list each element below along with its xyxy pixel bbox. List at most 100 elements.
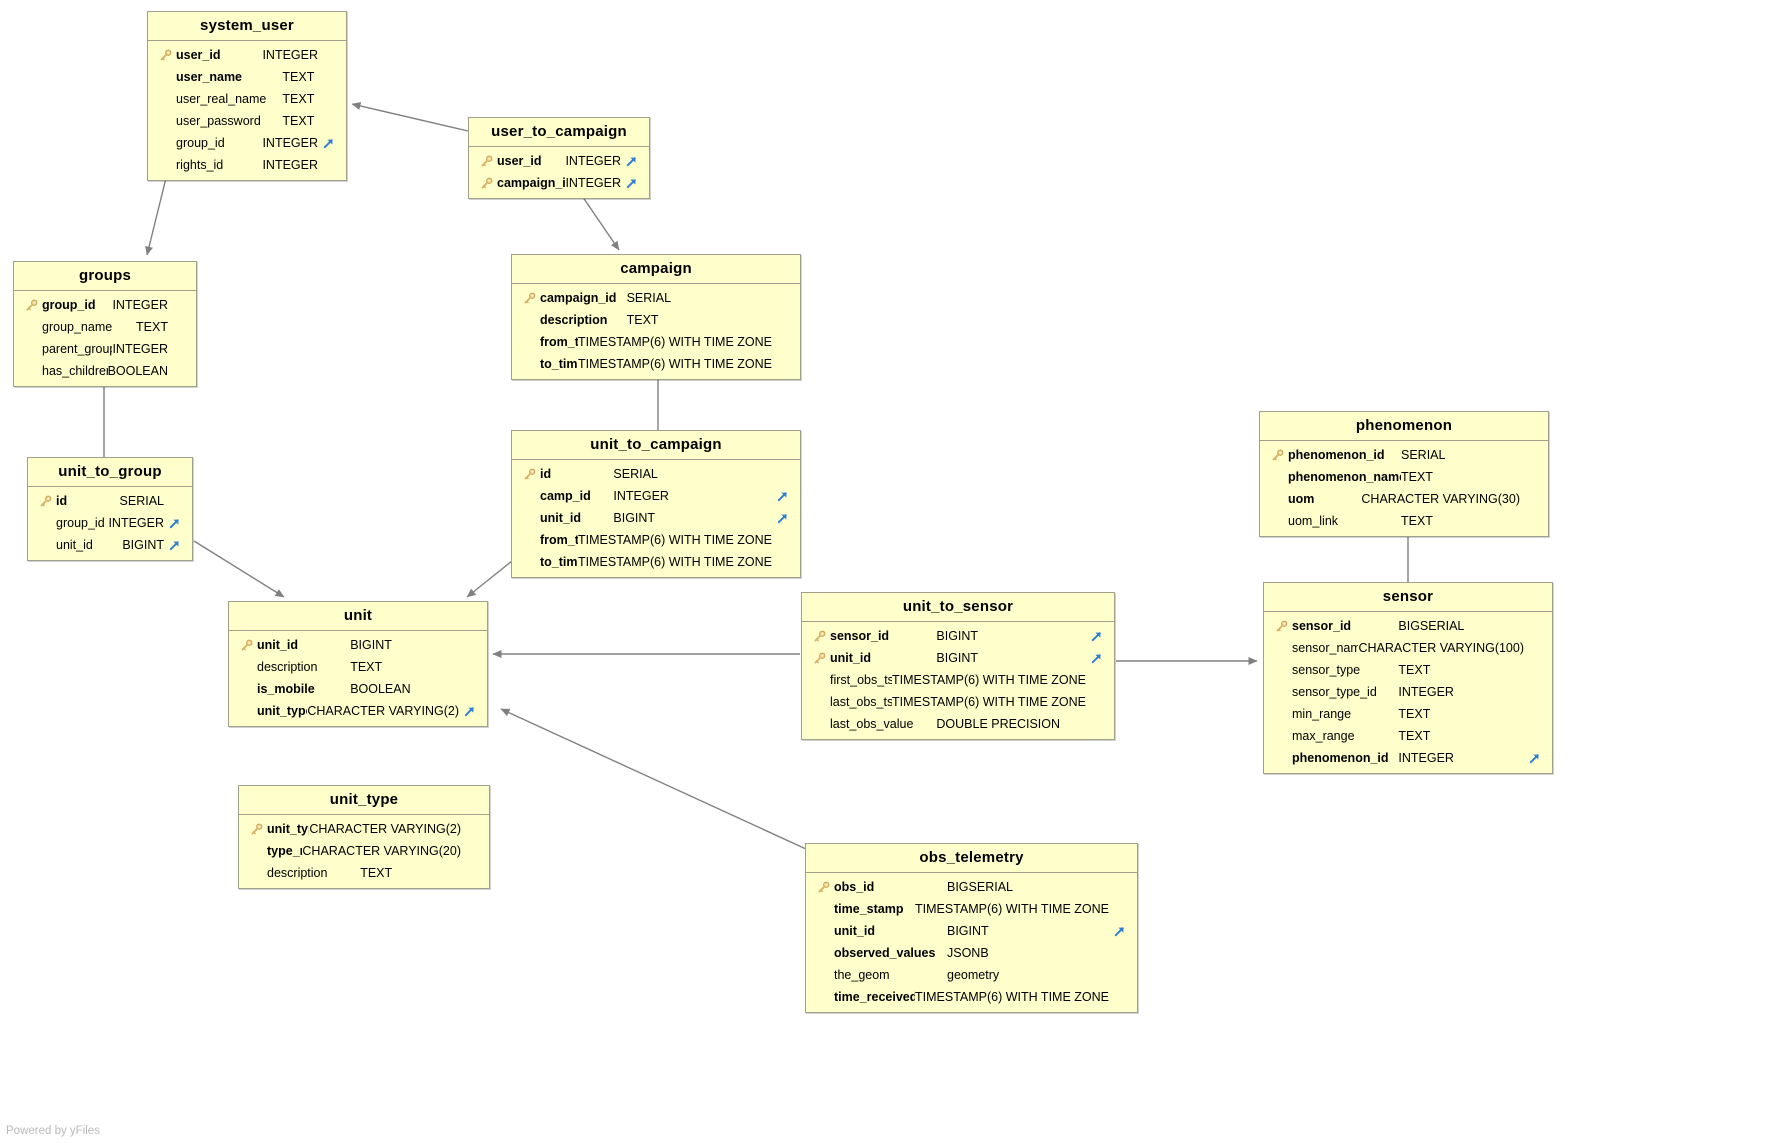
attribute-row[interactable]: sensor_nameCHARACTER VARYING(100) (1264, 637, 1552, 659)
attribute-row[interactable]: unit_type_idCHARACTER VARYING(2) (239, 818, 489, 840)
attribute-row[interactable]: to_timeTIMESTAMP(6) WITH TIME ZONE (512, 353, 800, 375)
attribute-type: TIMESTAMP(6) WITH TIME ZONE (578, 357, 772, 371)
foreign-key-icon (1109, 925, 1129, 938)
attribute-type: BIGINT (350, 638, 392, 652)
attribute-name: from_time (540, 335, 579, 349)
entity-title-system_user: system_user (148, 12, 346, 41)
primary-key-icon (808, 630, 830, 643)
attribute-row[interactable]: type_nameCHARACTER VARYING(20) (239, 840, 489, 862)
attribute-name: campaign_id (540, 291, 617, 305)
attribute-name: last_obs_value (830, 717, 914, 731)
primary-key-icon (34, 495, 56, 508)
attribute-name: sensor_id (830, 629, 890, 643)
attribute-name: min_range (1292, 707, 1352, 721)
attribute-type: TEXT (1401, 470, 1433, 484)
entity-sensor[interactable]: sensorsensor_idBIGSERIALsensor_nameCHARA… (1263, 582, 1553, 774)
attribute-type: INTEGER (108, 516, 164, 530)
entity-title-unit: unit (229, 602, 487, 631)
foreign-key-icon (1524, 752, 1544, 765)
attribute-type: TIMESTAMP(6) WITH TIME ZONE (915, 990, 1109, 1004)
attribute-name: campaign_id (497, 176, 566, 190)
entity-title-campaign: campaign (512, 255, 800, 284)
attribute-name: uom_link (1288, 514, 1339, 528)
attribute-row[interactable]: to_timeTIMESTAMP(6) WITH TIME ZONE (512, 551, 800, 573)
attribute-type: INTEGER (1398, 685, 1454, 699)
primary-key-icon (475, 177, 497, 190)
attribute-type: SERIAL (626, 291, 672, 305)
attribute-row[interactable]: unit_type_idCHARACTER VARYING(2) (229, 700, 487, 722)
attribute-name: id (56, 494, 68, 508)
attribute-name: first_obs_ts (830, 673, 893, 687)
attribute-type: TEXT (136, 320, 168, 334)
primary-key-icon (245, 823, 267, 836)
attribute-name: sensor_type (1292, 663, 1361, 677)
attribute-name: unit_id (540, 511, 581, 525)
foreign-key-icon (318, 137, 338, 150)
foreign-key-icon (164, 539, 184, 552)
attribute-row[interactable]: from_timeTIMESTAMP(6) WITH TIME ZONE (512, 331, 800, 353)
entity-title-unit_to_sensor: unit_to_sensor (802, 593, 1114, 622)
attribute-row[interactable]: from_timeTIMESTAMP(6) WITH TIME ZONE (512, 529, 800, 551)
entity-title-unit_to_campaign: unit_to_campaign (512, 431, 800, 460)
edge-obs_telemetry-unit (500, 708, 807, 850)
attribute-row[interactable]: campaign_id SERIAL (512, 287, 800, 309)
